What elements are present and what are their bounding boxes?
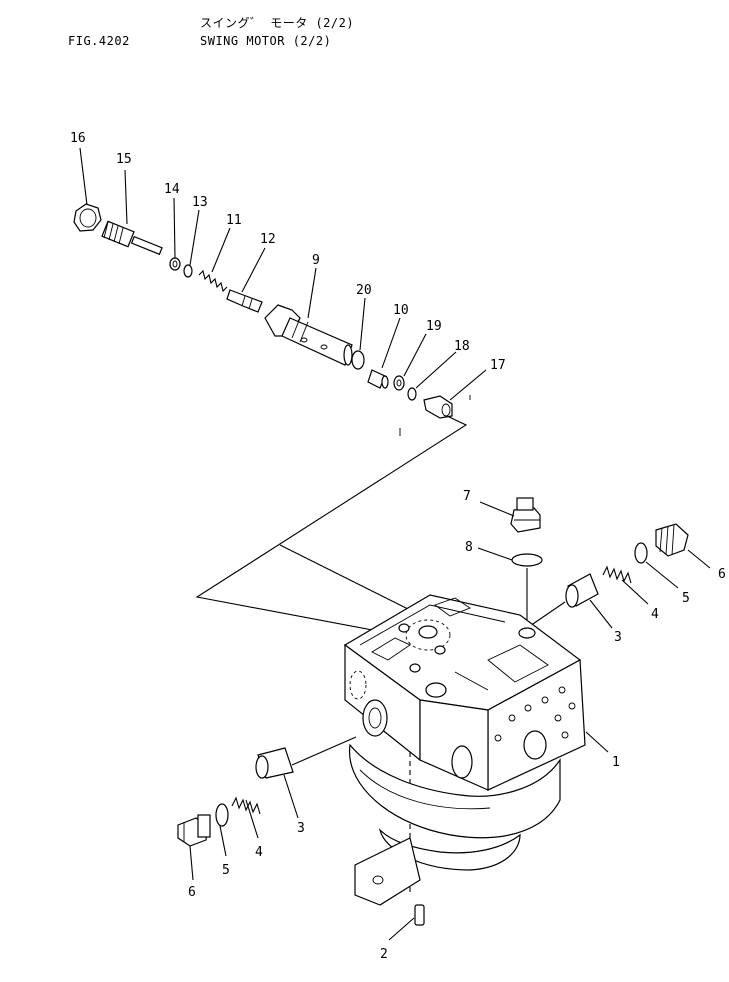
callout-15: 15	[116, 152, 132, 167]
part-10-piston	[367, 369, 389, 389]
part-3-piston-left	[255, 747, 294, 779]
callout-3-right: 3	[614, 630, 622, 645]
callout-16: 16	[70, 131, 86, 146]
part-4-spring-left	[231, 796, 261, 815]
part-14-ring	[169, 257, 181, 271]
part-5-o-ring-left	[215, 803, 229, 827]
part-8-o-ring	[511, 553, 543, 567]
part-16-locknut	[73, 203, 102, 232]
callout-6-left: 6	[188, 885, 196, 900]
callout-18: 18	[454, 339, 470, 354]
callout-2: 2	[380, 947, 388, 962]
part-4-spring-right	[602, 565, 632, 584]
callout-5-right: 5	[682, 591, 690, 606]
part-17-plug	[423, 395, 453, 419]
callout-7: 7	[463, 489, 471, 504]
callout-20: 20	[356, 283, 372, 298]
part-12-poppet	[226, 289, 263, 313]
callout-4-left: 4	[255, 845, 263, 860]
callout-11: 11	[226, 213, 242, 228]
part-5-o-ring-right	[634, 542, 648, 564]
part-9-relief-sleeve	[264, 304, 353, 366]
part-3-piston-right	[565, 573, 599, 608]
callout-14: 14	[164, 182, 180, 197]
part-6-plug-right	[655, 523, 689, 557]
cartridge-assembly-line-2	[279, 544, 421, 616]
part-6-plug-left	[177, 814, 211, 847]
part-18-o-ring	[407, 387, 417, 401]
figure-number: FIG.4202	[68, 34, 130, 48]
cartridge-assembly-line	[195, 414, 468, 639]
callout-8: 8	[465, 540, 473, 555]
part-15-adjust-screw	[101, 220, 163, 256]
callout-4-right: 4	[651, 607, 659, 622]
title-japanese: スイング゛ モータ (2/2)	[200, 16, 355, 30]
callout-6-right: 6	[718, 567, 726, 582]
left-relief-assembly-line	[291, 736, 357, 766]
callout-9: 9	[312, 253, 320, 268]
part-13-o-ring	[183, 264, 193, 278]
part-7-plug	[510, 497, 541, 533]
right-relief-assembly-line	[526, 601, 566, 629]
part-20-o-ring	[351, 350, 365, 370]
callout-1: 1	[612, 755, 620, 770]
part-19-backup-ring	[393, 375, 405, 391]
callout-3-left: 3	[297, 821, 305, 836]
callout-10: 10	[393, 303, 409, 318]
part-11-spring	[198, 269, 228, 293]
part-1-motor-housing	[343, 594, 586, 906]
callout-19: 19	[426, 319, 442, 334]
title-english: SWING MOTOR (2/2)	[200, 34, 332, 48]
callout-labels: 16 15 14 13 11 12 9 20 10 19 18 17 7 8 6…	[70, 131, 726, 962]
part-2-pin	[414, 904, 425, 926]
callout-13: 13	[192, 195, 208, 210]
callout-12: 12	[260, 232, 276, 247]
leader-lines	[79, 147, 711, 941]
callout-17: 17	[490, 358, 506, 373]
assembly-lines	[195, 395, 566, 895]
callout-5-left: 5	[222, 863, 230, 878]
